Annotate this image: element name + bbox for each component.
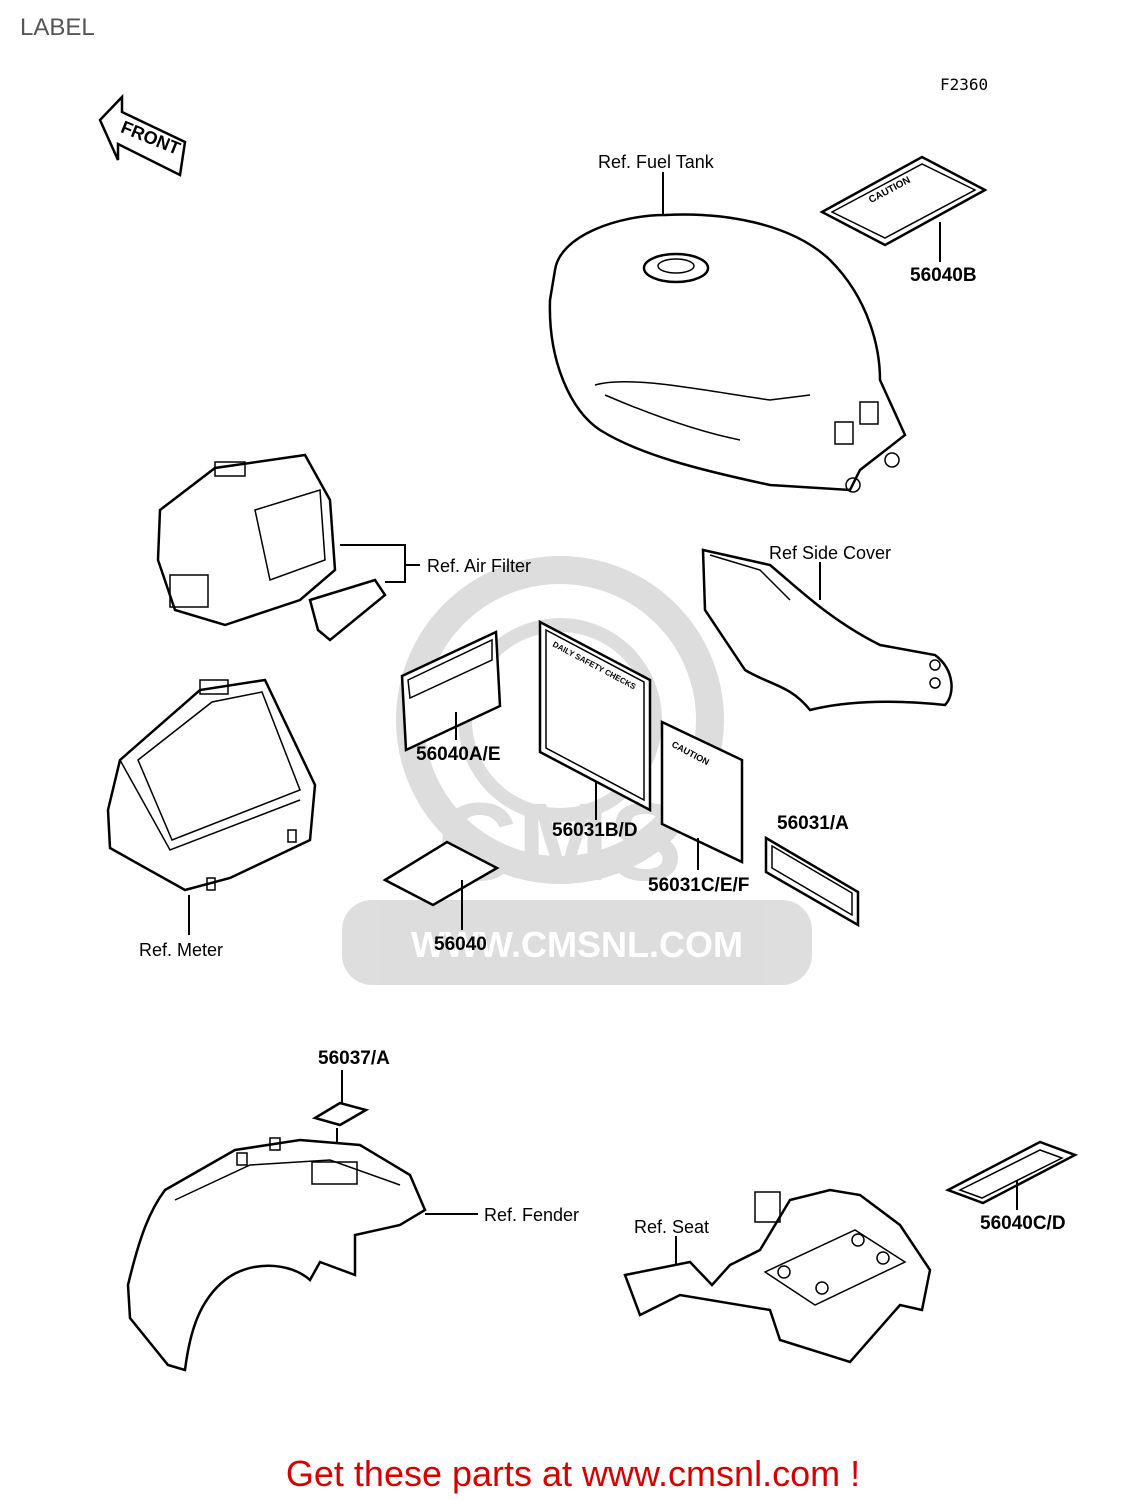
ref-fuel-tank-label: Ref. Fuel Tank [598,152,715,172]
part-number-56040B: 56040B [910,265,977,286]
ref-meter-label: Ref. Meter [139,940,223,960]
exploded-parts-diagram: CMS WWW.CMSNL.COM F2360 FRONT Ref. Fuel … [98,75,1079,1372]
meter-drawing [106,678,317,892]
front-arrow-icon: FRONT [98,93,187,177]
air-filter-drawing [156,453,387,642]
part-number-56031CEF: 56031C/E/F [648,875,749,896]
part-number-56031A: 56031/A [777,813,849,834]
part-number-56031BD: 56031B/D [552,820,638,841]
ref-fender-label: Ref. Fender [484,1205,579,1225]
watermark-url-text: WWW.CMSNL.COM [411,924,743,965]
label-56040CD [944,1140,1079,1205]
part-number-56040AE: 56040A/E [416,744,501,765]
label-56040 [382,840,500,907]
ref-seat-label: Ref. Seat [634,1217,709,1237]
page-title: LABEL [20,14,95,41]
part-number-56040CD: 56040C/D [980,1213,1066,1234]
seat-drawing [623,1188,932,1364]
part-number-56037A: 56037/A [318,1048,390,1069]
ref-side-cover-label: Ref Side Cover [769,543,891,563]
caution-label-56031CEF: CAUTION [660,720,744,864]
fuel-tank-drawing [548,213,907,493]
part-number-56040: 56040 [434,934,487,955]
ref-air-filter-label: Ref. Air Filter [427,556,531,576]
figure-code: F2360 [940,75,988,94]
fender-drawing [126,1137,427,1372]
label-56031A [764,835,860,928]
label-56040AE [400,630,502,752]
footer-link-text[interactable]: Get these parts at www.cmsnl.com ! [285,1453,861,1494]
label-56037A [311,1101,370,1127]
caution-label-56040B: CAUTION [819,155,988,247]
side-cover-drawing [701,548,953,712]
